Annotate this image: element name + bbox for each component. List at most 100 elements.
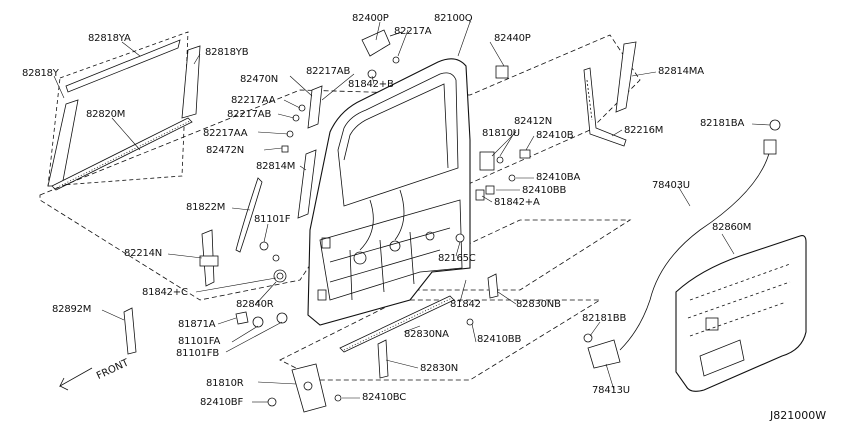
trim-panel-switch — [705, 317, 719, 331]
screw-82217a — [392, 56, 400, 64]
label-81822m: 81822M — [186, 202, 226, 213]
glass-outline — [47, 31, 189, 187]
weatherstrip-81822m — [235, 177, 263, 253]
label-81842: 81842 — [450, 299, 481, 310]
label-82217ab-top: 82217AB — [306, 66, 351, 77]
label-82410bc: 82410BC — [362, 392, 407, 403]
bolt-81101f-b — [272, 254, 280, 262]
label-82818y: 82818Y — [22, 68, 59, 79]
strip-82830nb — [487, 273, 499, 299]
trim-panel-pocket — [699, 339, 745, 377]
label-82217aa-2: 82217AA — [203, 128, 248, 139]
link-82830n — [377, 339, 389, 379]
bolt-82410bf — [267, 397, 277, 407]
cable-78403u — [619, 149, 771, 351]
label-82818yb: 82818YB — [205, 47, 249, 58]
label-82165c: 82165C — [438, 253, 476, 264]
label-81101fa: 81101FA — [178, 336, 221, 347]
label-82410ba: 82410BA — [536, 172, 581, 183]
latch-pin — [303, 381, 313, 391]
trim-panel-82860m — [675, 235, 807, 392]
label-81842c: 81842+C — [142, 287, 188, 298]
bolt-81101f — [259, 241, 269, 251]
fastener-81871a — [235, 311, 249, 325]
trim-panel-outer — [675, 235, 807, 392]
label-82217aa-1: 82217AA — [231, 95, 276, 106]
lock-body-81810u — [479, 151, 495, 171]
molding-strip-yb — [181, 45, 201, 119]
rail-detail — [586, 79, 593, 121]
door-lower-frame — [319, 199, 463, 301]
label-82217ab-2: 82217AB — [227, 109, 272, 120]
label-82410b: 82410B — [536, 130, 574, 141]
belt-molding-detail — [53, 120, 191, 190]
label-81842b: 81842+B — [348, 79, 394, 90]
bolt-82410bb — [485, 185, 495, 195]
label-82410bb-1: 82410BB — [522, 185, 567, 196]
door-outer — [307, 58, 471, 326]
label-82814m: 82814M — [256, 161, 296, 172]
label-82412n: 82412N — [514, 116, 553, 127]
bolt-82165c — [455, 233, 465, 243]
door-mid-hinge — [321, 237, 331, 249]
door-window-inner — [343, 83, 449, 169]
label-82470n: 82470N — [240, 74, 279, 85]
label-82472n: 82472N — [206, 145, 245, 156]
handle-78413u — [587, 339, 621, 369]
label-78413u: 78413U — [592, 385, 630, 396]
clip-82181ba — [769, 119, 781, 131]
label-82860m: 82860M — [712, 222, 752, 233]
strip-82814ma — [615, 41, 637, 113]
clip-82440p — [495, 65, 509, 79]
label-82100q: 82100Q — [434, 13, 473, 24]
label-82814ma: 82814MA — [658, 66, 704, 77]
label-82214n: 82214N — [124, 248, 163, 259]
door-rod-links — [359, 189, 405, 251]
strip-82814m — [297, 149, 317, 219]
label-81101fb: 81101FB — [176, 348, 220, 359]
label-82830na: 82830NA — [404, 329, 449, 340]
label-78403u: 78403U — [652, 180, 690, 191]
label-81810u: 81810U — [482, 128, 520, 139]
door-hole-2 — [389, 240, 401, 252]
trim-panel-stitch — [687, 263, 791, 337]
label-82818ya: 82818YA — [88, 33, 131, 44]
label-82181bb: 82181BB — [582, 313, 627, 324]
label-82440p: 82440P — [494, 33, 531, 44]
diagram-reference-code: J821000W — [770, 409, 827, 422]
bracket-82410b — [519, 149, 531, 159]
label-82217a: 82217A — [394, 26, 432, 37]
hinge-bracket — [199, 255, 219, 267]
label-82400p: 82400P — [352, 13, 389, 24]
grommet-81842b — [367, 69, 377, 79]
glass-panel-group — [47, 31, 201, 191]
link-82470n — [307, 85, 323, 129]
label-81842a: 81842+A — [494, 197, 540, 208]
lock-mechanism — [475, 149, 531, 201]
label-82892m: 82892M — [52, 304, 92, 315]
label-81101f: 81101F — [254, 214, 291, 225]
screw-82412n — [496, 156, 504, 164]
cable-end-upper — [763, 139, 777, 155]
door-lower-hinge — [317, 289, 327, 301]
bolt-82410ba — [508, 174, 516, 182]
strip-82892m — [123, 307, 137, 355]
door-hole-3 — [425, 231, 435, 241]
handle-leader — [389, 31, 403, 37]
door-panel — [307, 58, 471, 326]
door-window-opening — [337, 72, 459, 207]
grommet-81842a — [475, 189, 485, 201]
leader-lines — [53, 21, 771, 403]
label-82830nb: 82830NB — [516, 299, 561, 310]
label-81871a: 81871A — [178, 319, 216, 330]
clip-82472n — [281, 145, 289, 153]
bumper-82840r-inner — [276, 272, 284, 280]
label-82181ba: 82181BA — [700, 118, 745, 129]
clip-82217aa-1 — [298, 104, 306, 112]
label-81810r: 81810R — [206, 378, 244, 389]
label-82410bf: 82410BF — [200, 397, 244, 408]
latch-81810r — [267, 363, 342, 413]
label-82830n: 82830N — [420, 363, 459, 374]
